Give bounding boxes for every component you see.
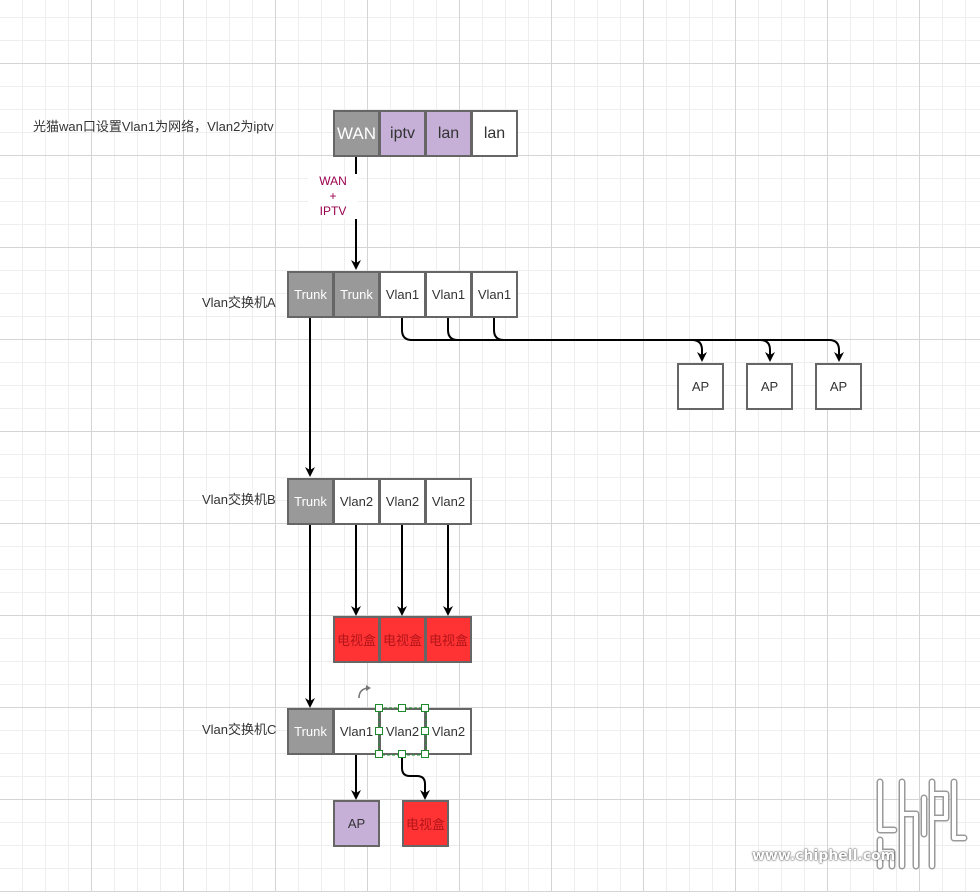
switch-a-ap-2[interactable]: AP — [746, 363, 793, 410]
switch-a-port-trunk-1[interactable]: Trunk — [287, 271, 334, 318]
modem-port-lan-1[interactable]: lan — [425, 110, 472, 157]
switch-c-port-vlan2[interactable]: Vlan2 — [425, 708, 472, 755]
switch-b-port-trunk[interactable]: Trunk — [287, 478, 334, 525]
switch-a-label: Vlan交换机A — [202, 295, 276, 310]
selection-handle-middle-right[interactable] — [421, 727, 429, 735]
switch-b-port-vlan2-1[interactable]: Vlan2 — [333, 478, 380, 525]
switch-c-ap[interactable]: AP — [333, 800, 380, 847]
switch-a-port-vlan1-1[interactable]: Vlan1 — [379, 271, 426, 318]
uplink-label-line-1: WAN — [319, 174, 347, 188]
selection-handle-bottom-center[interactable] — [398, 750, 406, 758]
uplink-label-line-2: + — [329, 189, 337, 203]
switch-b-tvbox-1[interactable]: 电视盒 — [333, 616, 380, 663]
chiphell-logo — [876, 778, 968, 870]
uplink-edge-label: WAN + IPTV — [308, 174, 358, 219]
switch-b-label: Vlan交换机B — [202, 492, 276, 507]
uplink-label-line-3: IPTV — [319, 204, 347, 218]
switch-a-port-vlan1-3[interactable]: Vlan1 — [471, 271, 518, 318]
modem-port-lan-2[interactable]: lan — [471, 110, 518, 157]
selection-handle-middle-left[interactable] — [375, 727, 383, 735]
switch-a-ap-1[interactable]: AP — [677, 363, 724, 410]
switch-a-ap-3[interactable]: AP — [815, 363, 862, 410]
selection-handle-bottom-left[interactable] — [375, 750, 383, 758]
switch-c-port-trunk[interactable]: Trunk — [287, 708, 334, 755]
selection-handle-bottom-right[interactable] — [421, 750, 429, 758]
edge-switch-a-to-ap-3 — [493, 318, 844, 362]
selection-handle-top-right[interactable] — [421, 704, 429, 712]
switch-c-tvbox[interactable]: 电视盒 — [402, 800, 449, 847]
switch-c-port-vlan1[interactable]: Vlan1 — [333, 708, 380, 755]
switch-c-port-vlan2-selected[interactable]: Vlan2 — [379, 708, 426, 755]
watermark-url: www.chiphell.com — [752, 848, 896, 864]
modem-port-iptv[interactable]: iptv — [379, 110, 426, 157]
edge-switch-c-to-tvbox — [401, 755, 430, 800]
switch-b-port-vlan2-2[interactable]: Vlan2 — [379, 478, 426, 525]
selection-handle-top-center[interactable] — [398, 704, 406, 712]
modem-note-label: 光猫wan口设置Vlan1为网络，Vlan2为iptv — [33, 119, 274, 134]
switch-a-port-vlan1-2[interactable]: Vlan1 — [425, 271, 472, 318]
rotate-handle-icon[interactable] — [356, 684, 374, 700]
switch-b-tvbox-2[interactable]: 电视盒 — [379, 616, 426, 663]
switch-a-port-trunk-2[interactable]: Trunk — [333, 271, 380, 318]
switch-c-label: Vlan交换机C — [202, 722, 277, 737]
switch-b-tvbox-3[interactable]: 电视盒 — [425, 616, 472, 663]
switch-b-port-vlan2-3[interactable]: Vlan2 — [425, 478, 472, 525]
modem-port-wan[interactable]: WAN — [333, 110, 380, 157]
selection-handle-top-left[interactable] — [375, 704, 383, 712]
